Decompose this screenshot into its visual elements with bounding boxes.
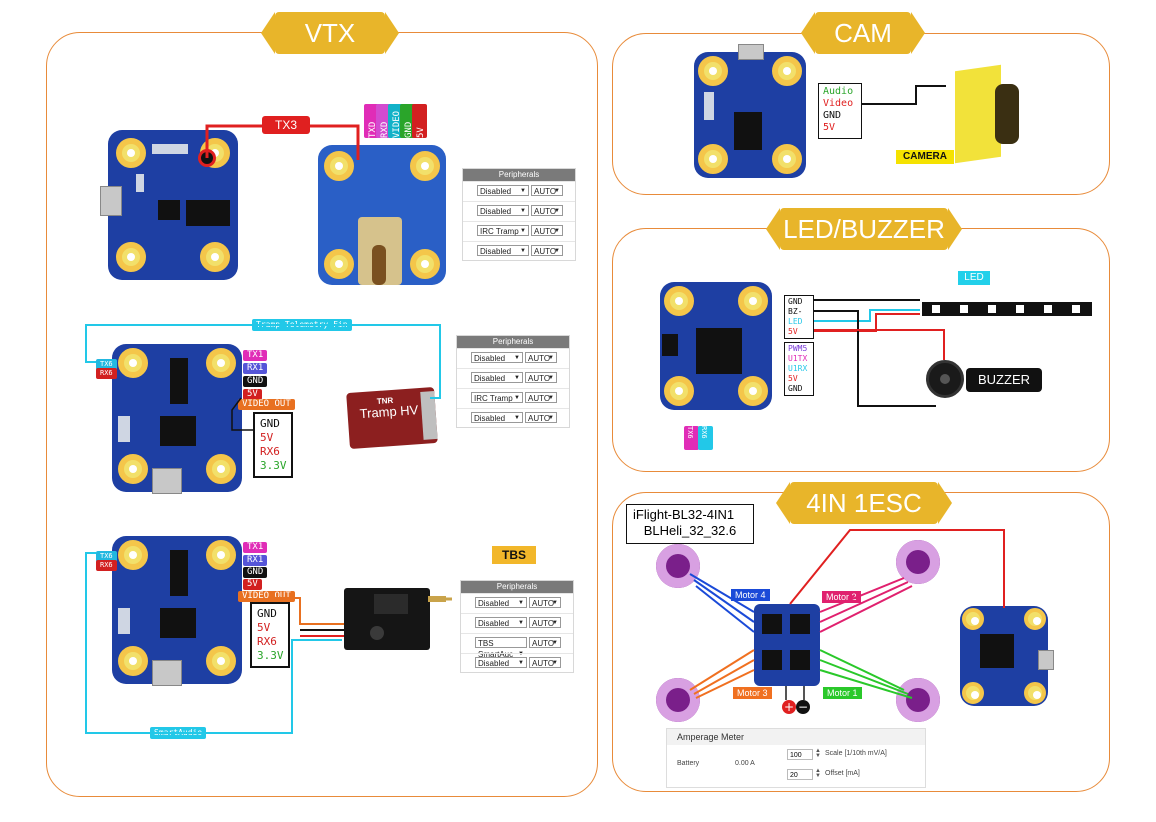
mid-wire-box: GND 5V RX6 3.3V <box>253 412 293 478</box>
smartaudio-label: SmartAudio <box>150 727 207 739</box>
vtx-title: VTX <box>261 12 399 54</box>
scale-input[interactable]: 100 <box>787 749 813 760</box>
baud-select[interactable]: AUTO <box>531 185 563 197</box>
esc-board <box>754 604 820 686</box>
bot-pad-gnd: GND <box>243 567 268 578</box>
bot-pad-tx1: TX1 <box>243 542 268 553</box>
buzzer-icon <box>926 360 964 398</box>
led-box-bot: PWM5 U1TX U1RX 5V GND <box>784 342 814 396</box>
led-side-rx6: RX6 <box>698 426 713 450</box>
vtx-module-top <box>318 145 446 285</box>
pin-5v: 5V <box>412 104 427 138</box>
bot-pad-video-out: VIDEO OUT <box>238 591 295 602</box>
amperage-title: Amperage Meter <box>677 732 745 742</box>
baud-select[interactable]: AUTO <box>525 352 557 364</box>
motor-3-label: Motor 3 <box>733 687 772 699</box>
baud-select[interactable]: AUTO <box>531 205 563 217</box>
bot-pad-5v: 5V <box>243 579 262 590</box>
baud-select[interactable]: AUTO <box>525 392 557 404</box>
offset-label: Offset [mA] <box>825 770 860 777</box>
tbs-vtx <box>344 588 430 650</box>
func-select[interactable]: Disabled <box>477 245 529 257</box>
bot-pad-rx1: RX1 <box>243 555 268 566</box>
tramp-hv-vtx: TNR Tramp HV <box>346 386 438 450</box>
led-strip <box>922 302 1092 316</box>
tbs-label: TBS <box>492 546 536 564</box>
func-select[interactable]: TBS SmartAuc <box>475 637 527 660</box>
func-select[interactable]: Disabled <box>475 657 527 669</box>
baud-select[interactable]: AUTO <box>529 597 561 609</box>
offset-input[interactable]: 20 <box>787 769 813 780</box>
motor-icon <box>896 678 940 722</box>
fc-board-bot <box>112 536 242 686</box>
func-select[interactable]: IRC Tramp <box>471 392 523 404</box>
tx3-label: TX3 <box>262 116 310 134</box>
motor-icon <box>896 540 940 584</box>
buzzer-label: BUZZER <box>966 368 1042 392</box>
func-select[interactable]: IRC Tramp <box>477 225 529 237</box>
func-select[interactable]: Disabled <box>471 352 523 364</box>
tx3-solder-point <box>198 149 216 167</box>
led-label: LED <box>958 271 990 285</box>
func-select[interactable]: Disabled <box>477 185 529 197</box>
mid-pad-tx1: TX1 <box>243 350 268 361</box>
baud-select[interactable]: AUTO <box>531 225 563 237</box>
fc-board-cam <box>694 44 806 178</box>
fc-board-esc <box>960 606 1054 706</box>
motor-2-label: Motor 2 <box>822 591 861 603</box>
scale-label: Scale [1/10th mV/A] <box>825 750 887 757</box>
fc-board-top <box>100 130 238 280</box>
func-select[interactable]: Disabled <box>471 372 523 384</box>
motor-4-label: Motor 4 <box>731 589 770 601</box>
battery-current-value: 0.00 A <box>735 760 755 767</box>
amperage-meter-panel: Amperage Meter Battery 0.00 A 100 ▲▼ Sca… <box>666 728 926 788</box>
motor-icon <box>656 678 700 722</box>
func-select[interactable]: Disabled <box>475 597 527 609</box>
func-select[interactable]: Disabled <box>477 205 529 217</box>
mid-pad-video-out: VIDEO OUT <box>238 399 295 410</box>
mid-pad-rx1: RX1 <box>243 363 268 374</box>
peripherals-table-bot: Peripherals DisabledAUTO DisabledAUTO TB… <box>460 580 574 673</box>
camera-label: CAMERA <box>896 150 954 164</box>
esc-model-box: iFlight-BL32-4IN1 BLHeli_32_32.6 <box>626 504 754 544</box>
fc-board-led <box>660 282 772 410</box>
cam-wire-box: Audio Video GND 5V <box>818 83 862 139</box>
mid-pad-gnd: GND <box>243 376 268 387</box>
led-side-tx6: TX6 <box>684 426 699 450</box>
peripherals-table-top: Peripherals DisabledAUTO DisabledAUTO IR… <box>462 168 576 261</box>
antenna-connector <box>428 596 446 602</box>
battery-minus-icon: − <box>796 700 810 714</box>
motor-1-label: Motor 1 <box>823 687 862 699</box>
fc-board-mid <box>112 344 242 494</box>
camera-device <box>955 64 1021 164</box>
baud-select[interactable]: AUTO <box>529 657 561 669</box>
battery-label: Battery <box>677 760 700 767</box>
led-title: LED/BUZZER <box>766 208 962 250</box>
cam-title: CAM <box>801 12 925 54</box>
peripherals-table-mid: Peripherals DisabledAUTO DisabledAUTO IR… <box>456 335 570 428</box>
battery-plus-icon: + <box>782 700 796 714</box>
bot-side-rx6: RX6 <box>96 560 117 571</box>
tramp-telemetry-label: Tramp Telemetry Fin <box>252 319 352 331</box>
scale-stepper-icon[interactable]: ▲▼ <box>815 748 821 759</box>
func-select[interactable]: Disabled <box>475 617 527 629</box>
baud-select[interactable]: AUTO <box>531 245 563 257</box>
baud-select[interactable]: AUTO <box>529 637 561 649</box>
bot-wire-box: GND 5V RX6 3.3V <box>250 602 290 668</box>
baud-select[interactable]: AUTO <box>525 412 557 424</box>
mid-side-rx6: RX6 <box>96 368 117 379</box>
esc-title: 4IN 1ESC <box>776 482 952 524</box>
motor-icon <box>656 544 700 588</box>
baud-select[interactable]: AUTO <box>525 372 557 384</box>
func-select[interactable]: Disabled <box>471 412 523 424</box>
baud-select[interactable]: AUTO <box>529 617 561 629</box>
led-box-top: GND BZ- LED 5V <box>784 295 814 339</box>
offset-stepper-icon[interactable]: ▲▼ <box>815 768 821 779</box>
